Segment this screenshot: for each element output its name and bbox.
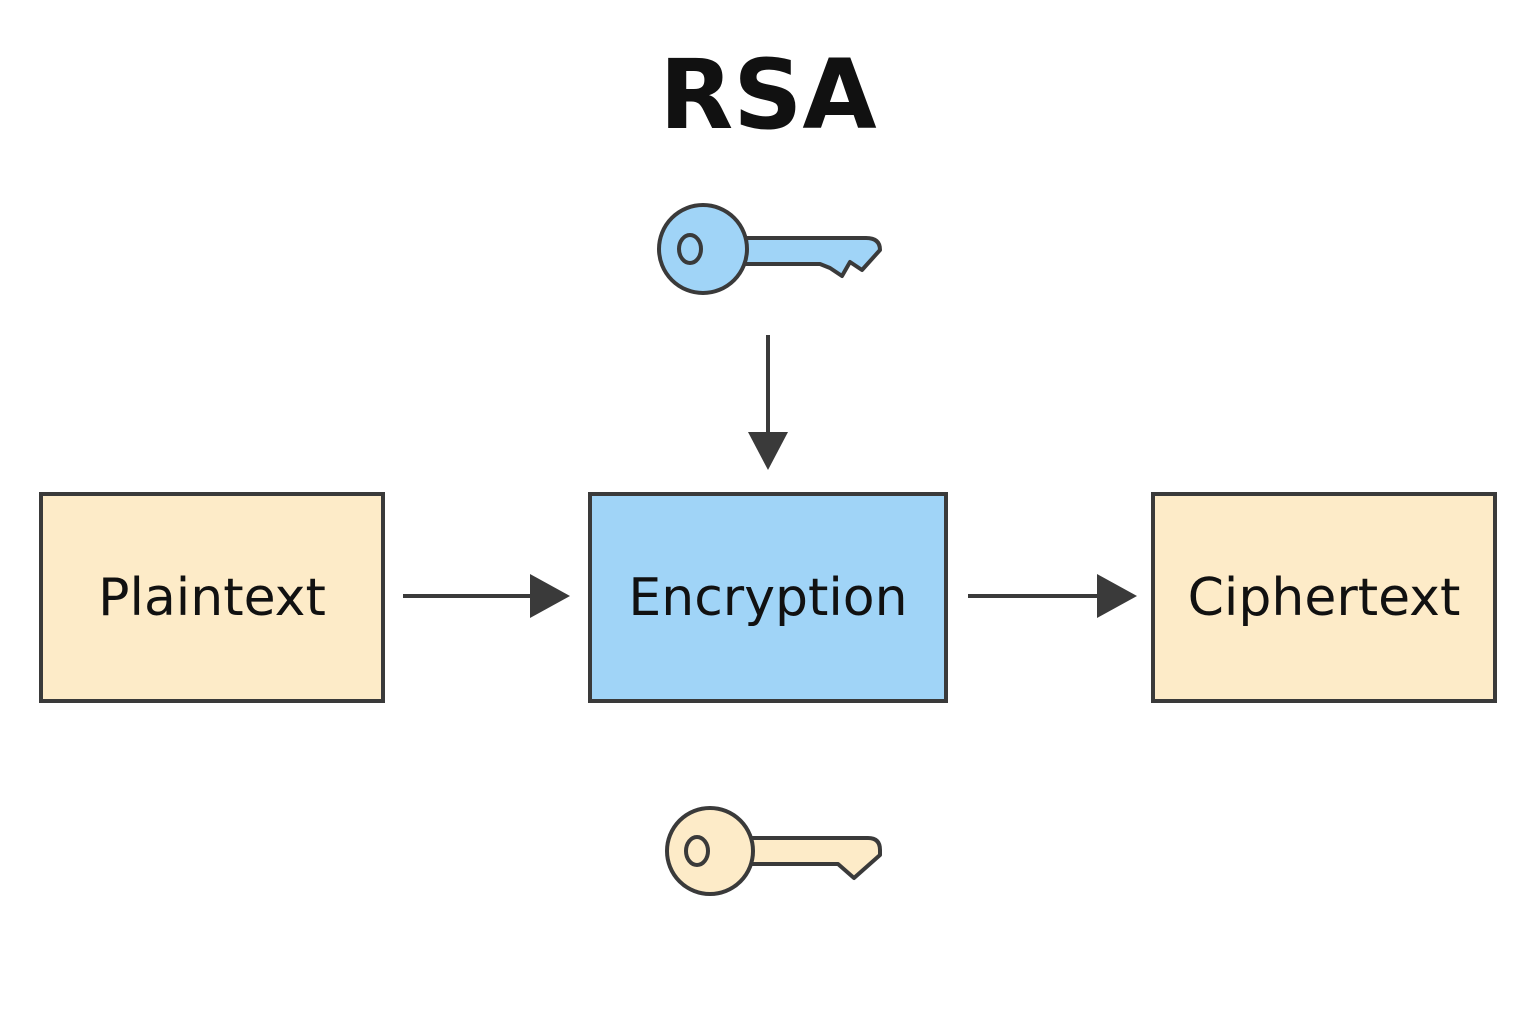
- ciphertext-label: Ciphertext: [1187, 567, 1461, 628]
- top-key-icon: [657, 203, 882, 295]
- ciphertext-box: Ciphertext: [1151, 492, 1497, 703]
- plaintext-box: Plaintext: [39, 492, 385, 703]
- encryption-box: Encryption: [588, 492, 948, 703]
- diagram-title: RSA: [659, 39, 877, 151]
- encryption-label: Encryption: [628, 567, 908, 628]
- plaintext-label: Plaintext: [98, 567, 326, 628]
- arrow-encryption-to-ciphertext: [968, 574, 1137, 618]
- bottom-key-icon: [665, 806, 882, 896]
- arrow-plaintext-to-encryption: [403, 574, 570, 618]
- arrow-key-to-encryption: [748, 335, 788, 470]
